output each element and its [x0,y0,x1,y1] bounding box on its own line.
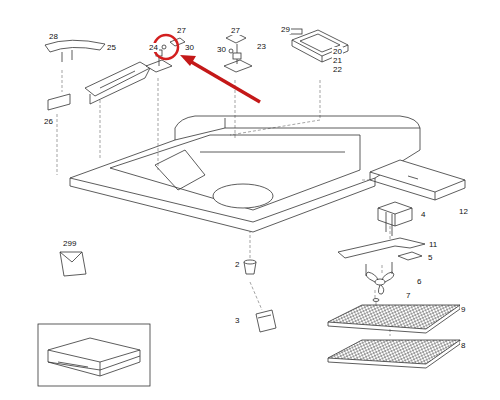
callout-number: 22 [332,65,343,74]
callout-number: 30 [184,43,195,52]
callout-number: 9 [460,305,466,314]
callout-number: 28 [48,32,59,41]
callout-number: 30 [216,45,227,54]
callout-number: 12 [458,207,469,216]
callout-number: 23 [256,42,267,51]
callout-number: 2 [234,260,240,269]
callout-number: 27 [230,26,241,35]
callout-number: 4 [420,210,426,219]
callout-number: 24 [148,43,159,52]
callout-number: 29 [280,25,291,34]
callout-number: 27 [176,26,187,35]
callout-number: 11 [428,240,438,249]
callout-number: 8 [460,341,466,350]
callout-number: 5 [427,253,433,262]
callout-number: 3 [234,316,240,325]
callout-number: 20 [332,47,343,56]
callout-number: 6 [416,277,422,286]
callout-number: 7 [405,291,411,300]
callout-number: 25 [106,43,117,52]
callout-number: 21 [332,56,343,65]
callout-number: 299 [62,239,77,248]
callout-number: 26 [43,117,54,126]
